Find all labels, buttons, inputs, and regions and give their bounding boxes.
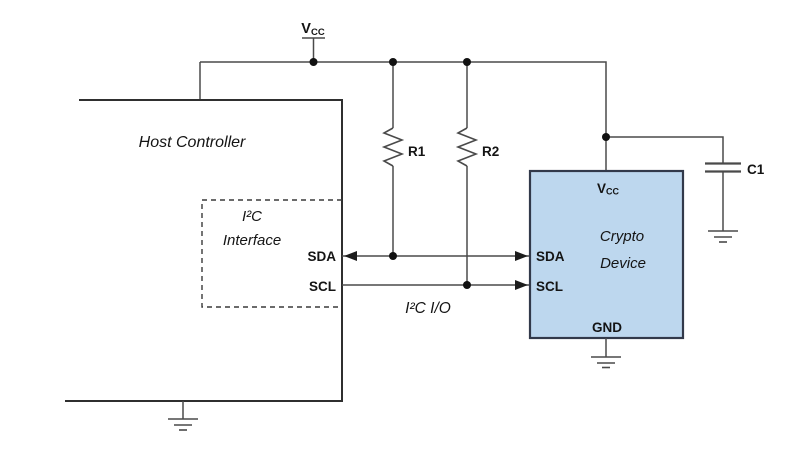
- junction-dot: [309, 58, 318, 66]
- resistor-r2-icon: [455, 62, 479, 285]
- crypto-device-box: [528, 169, 685, 340]
- junction-dot: [463, 58, 471, 66]
- capacitor-branch-wire: [606, 136, 724, 163]
- r2-zigzag: [455, 127, 479, 167]
- ground-icon: [708, 230, 738, 243]
- host-sda-pin-label: SDA: [307, 249, 336, 264]
- capacitor-c1-icon: [705, 162, 741, 231]
- c1-label: C1: [747, 162, 765, 177]
- host-controller-box: [65, 99, 343, 402]
- i2c-interface-box: [201, 199, 342, 308]
- host-controller-title: Host Controller: [139, 134, 246, 151]
- i2c-io-bus-label: I²C I/O: [405, 300, 451, 317]
- ground-icon: [168, 401, 198, 431]
- vcc-label: VCC: [301, 21, 325, 38]
- junction-dot: [463, 281, 471, 289]
- vcc-rail-icon: VCC: [301, 21, 325, 62]
- crypto-device-title-line2: Device: [600, 255, 646, 272]
- sda-right-arrowhead-icon: [515, 251, 528, 261]
- crypto-scl-pin-label: SCL: [536, 279, 563, 294]
- i2c-interface-label-line1: I²C: [242, 208, 262, 225]
- ground-icon: [591, 338, 621, 369]
- i2c-interface-label-line2: Interface: [223, 232, 281, 249]
- scl-right-arrowhead-icon: [515, 280, 528, 290]
- junction-dot: [602, 133, 610, 141]
- junction-dot: [389, 58, 397, 66]
- r1-label: R1: [408, 144, 426, 159]
- r2-label: R2: [482, 144, 499, 159]
- resistor-r1-icon: [381, 62, 405, 256]
- sda-left-arrowhead-icon: [344, 251, 357, 261]
- host-scl-pin-label: SCL: [309, 279, 336, 294]
- crypto-vcc-pin-label: VCC: [597, 181, 620, 197]
- crypto-gnd-pin-label: GND: [592, 320, 622, 335]
- vcc-rail-wire: [200, 61, 607, 137]
- crypto-sda-pin-label: SDA: [536, 249, 565, 264]
- crypto-device-title-line1: Crypto: [600, 228, 644, 245]
- r1-zigzag: [381, 127, 405, 167]
- junction-dot: [389, 252, 397, 260]
